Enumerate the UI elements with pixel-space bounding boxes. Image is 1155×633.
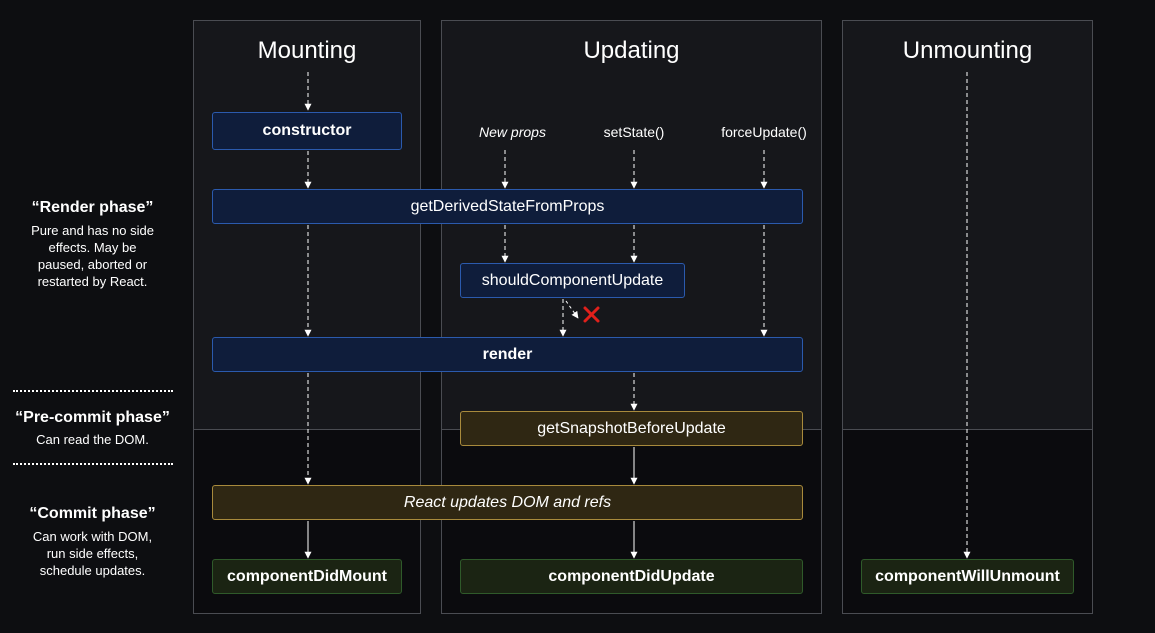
render-phase-label: “Render phase” Pure and has no side effe… xyxy=(10,198,175,290)
render-phase-desc-4: restarted by React. xyxy=(37,274,148,289)
precommit-phase-desc: Can read the DOM. xyxy=(36,432,149,447)
commit-phase-title: “Commit phase” xyxy=(29,505,156,522)
commit-phase-label: “Commit phase” Can work with DOM, run si… xyxy=(10,504,175,579)
updating-title: Updating xyxy=(583,37,680,64)
render-precommit-divider xyxy=(13,390,173,392)
precommit-commit-divider xyxy=(13,463,173,465)
react-updates-dom-box: React updates DOM and refs xyxy=(212,485,803,520)
commit-phase-desc-1: Can work with DOM, xyxy=(32,529,153,544)
render-phase-desc-2: effects. May be xyxy=(48,240,137,255)
get-derived-state-box: getDerivedStateFromProps xyxy=(212,189,803,224)
cross-icon xyxy=(583,306,600,323)
commit-phase-desc-2: run side effects, xyxy=(46,546,139,561)
arrow-scu-false xyxy=(565,300,579,319)
component-did-mount-box: componentDidMount xyxy=(212,559,402,594)
component-did-update-box: componentDidUpdate xyxy=(460,559,803,594)
should-component-update-box: shouldComponentUpdate xyxy=(460,263,685,298)
trigger-set-state: setState() xyxy=(603,124,665,140)
trigger-new-props: New props xyxy=(479,124,546,140)
unmounting-title: Unmounting xyxy=(902,37,1033,64)
render-phase-title: “Render phase” xyxy=(31,199,154,216)
commit-phase-desc-3: schedule updates. xyxy=(39,563,146,578)
constructor-box: constructor xyxy=(212,112,402,150)
component-will-unmount-box: componentWillUnmount xyxy=(861,559,1074,594)
mounting-title: Mounting xyxy=(257,37,357,64)
render-box: render xyxy=(212,337,803,372)
precommit-phase-label: “Pre-commit phase” Can read the DOM. xyxy=(10,408,175,448)
render-phase-desc-1: Pure and has no side xyxy=(31,223,154,238)
render-phase-desc-3: paused, aborted or xyxy=(37,257,148,272)
get-snapshot-box: getSnapshotBeforeUpdate xyxy=(460,411,803,446)
precommit-phase-title: “Pre-commit phase” xyxy=(15,409,170,426)
trigger-force-update: forceUpdate() xyxy=(721,124,807,140)
